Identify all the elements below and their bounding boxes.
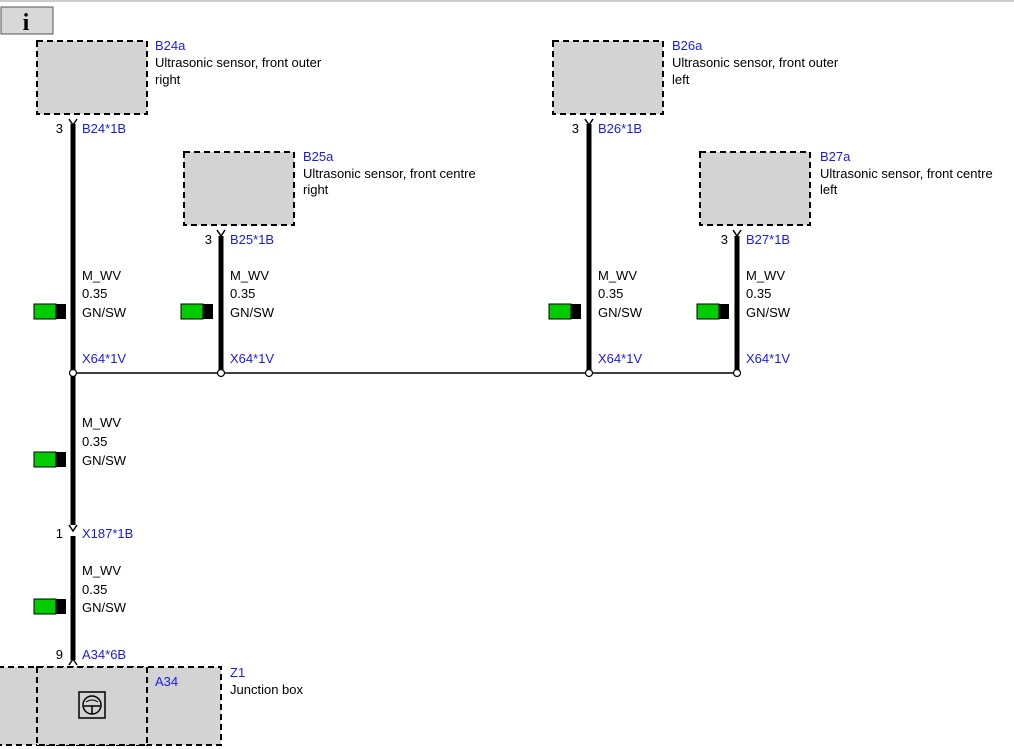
splice-label[interactable]: X64*1V — [82, 351, 126, 366]
wire-color: GN/SW — [598, 305, 643, 320]
connector-fork — [68, 657, 78, 666]
wire-color-swatch — [696, 303, 720, 320]
component-b25a[interactable]: B25a Ultrasonic sensor, front centre rig… — [183, 149, 476, 226]
component-box — [183, 151, 295, 226]
connector-fork — [216, 229, 226, 238]
component-inner-id[interactable]: A34 — [155, 674, 178, 689]
wire-color-swatch — [33, 451, 57, 468]
wire-color-swatch — [180, 303, 204, 320]
steering-wheel-icon — [78, 691, 106, 719]
splice-label[interactable]: X64*1V — [598, 351, 642, 366]
wire-color-swatch — [719, 304, 729, 319]
pin-number: 3 — [572, 121, 579, 136]
component-desc: right — [155, 72, 181, 87]
wire-signal: M_WV — [82, 563, 121, 578]
connector-fork — [584, 118, 594, 127]
wire-group — [70, 124, 740, 660]
pin-number: 9 — [56, 647, 63, 662]
wire-color-swatch — [33, 303, 57, 320]
splice-label[interactable]: X64*1V — [230, 351, 274, 366]
connector-fork — [68, 118, 78, 127]
component-id[interactable]: B26a — [672, 38, 703, 53]
splice-label[interactable]: X64*1V — [746, 351, 790, 366]
connector-label[interactable]: X187*1B — [82, 526, 133, 541]
wire-color: GN/SW — [82, 453, 127, 468]
wire-color-swatch — [571, 304, 581, 319]
wire-color: GN/SW — [746, 305, 791, 320]
wire-label-w3: M_WV 0.35 GN/SW — [548, 268, 643, 320]
connector-label[interactable]: B26*1B — [598, 121, 642, 136]
component-b27a[interactable]: B27a Ultrasonic sensor, front centre lef… — [699, 149, 993, 226]
pin-number: 3 — [721, 232, 728, 247]
wire-signal: M_WV — [598, 268, 637, 283]
component-z1[interactable]: A34 Z1 Junction box — [0, 665, 303, 746]
component-box — [699, 151, 811, 226]
connector-label[interactable]: B27*1B — [746, 232, 790, 247]
wire-label-w1: M_WV 0.35 GN/SW — [33, 268, 127, 320]
splice-dot — [216, 368, 226, 378]
wire-size: 0.35 — [82, 434, 107, 449]
wire-label-w2: M_WV 0.35 GN/SW — [180, 268, 275, 320]
component-desc: right — [303, 182, 329, 197]
component-desc: Ultrasonic sensor, front outer — [155, 55, 322, 70]
splice-dot — [584, 368, 594, 378]
wire-signal: M_WV — [82, 415, 121, 430]
splice-dot — [732, 368, 742, 378]
component-id[interactable]: B24a — [155, 38, 186, 53]
wire-size: 0.35 — [82, 286, 107, 301]
wire-color-swatch — [203, 304, 213, 319]
connector-fork — [68, 524, 78, 533]
wire-size: 0.35 — [82, 582, 107, 597]
wire-color-swatch — [56, 599, 66, 614]
connector-label[interactable]: B25*1B — [230, 232, 274, 247]
wire-signal: M_WV — [230, 268, 269, 283]
wire-color: GN/SW — [82, 600, 127, 615]
wire-color-swatch — [56, 452, 66, 467]
wire-label-w6: M_WV 0.35 GN/SW — [33, 563, 127, 615]
wire-color-swatch — [33, 598, 57, 615]
pin-number: 3 — [56, 121, 63, 136]
component-b24a[interactable]: B24a Ultrasonic sensor, front outer righ… — [36, 38, 322, 115]
component-id[interactable]: B27a — [820, 149, 851, 164]
wire-color: GN/SW — [82, 305, 127, 320]
wire-signal: M_WV — [82, 268, 121, 283]
wire-color-swatch — [548, 303, 572, 320]
component-desc: Ultrasonic sensor, front centre — [303, 166, 476, 181]
connector-label[interactable]: B24*1B — [82, 121, 126, 136]
splice-dot — [68, 368, 78, 378]
component-desc: Junction box — [230, 682, 303, 697]
info-button-bg — [0, 6, 54, 35]
wire-size: 0.35 — [230, 286, 255, 301]
info-button[interactable]: i — [0, 6, 54, 36]
component-desc: left — [672, 72, 690, 87]
connector-marks — [68, 118, 742, 666]
component-id[interactable]: B25a — [303, 149, 334, 164]
connector-label[interactable]: A34*6B — [82, 647, 126, 662]
splice-dots — [68, 368, 742, 378]
component-box — [552, 40, 664, 115]
component-id[interactable]: Z1 — [230, 665, 245, 680]
wire-label-w4: M_WV 0.35 GN/SW — [696, 268, 791, 320]
pin-number: 3 — [205, 232, 212, 247]
wire-color-swatch — [56, 304, 66, 319]
component-desc: Ultrasonic sensor, front centre — [820, 166, 993, 181]
component-desc: Ultrasonic sensor, front outer — [672, 55, 839, 70]
component-box — [36, 40, 148, 115]
wire-color: GN/SW — [230, 305, 275, 320]
wire-signal: M_WV — [746, 268, 785, 283]
component-desc: left — [820, 182, 838, 197]
info-icon: i — [23, 10, 30, 36]
wire-size: 0.35 — [746, 286, 771, 301]
wire-label-w5: M_WV 0.35 GN/SW — [33, 415, 127, 468]
connector-fork — [732, 229, 742, 238]
component-b26a[interactable]: B26a Ultrasonic sensor, front outer left — [552, 38, 839, 115]
wire-size: 0.35 — [598, 286, 623, 301]
pin-number: 1 — [56, 526, 63, 541]
